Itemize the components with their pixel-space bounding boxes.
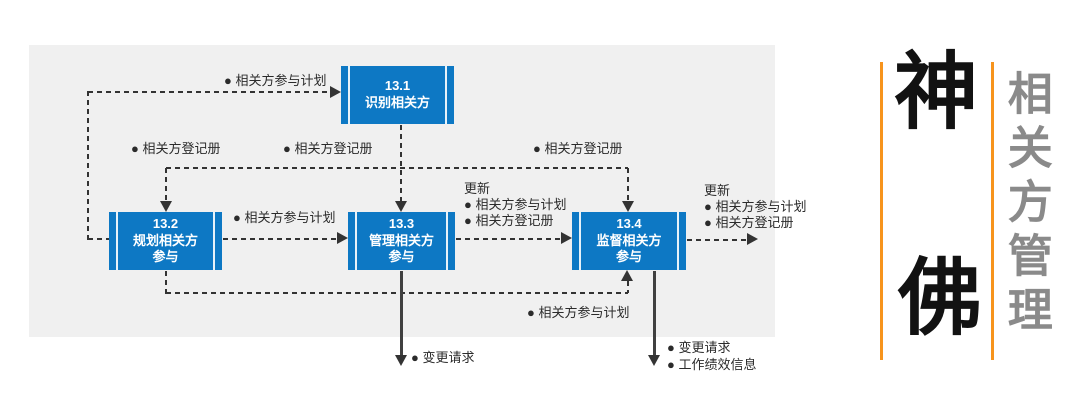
updates-item: ● 相关方登记册: [464, 213, 554, 228]
connector-133-change-request: [400, 271, 403, 357]
connector-register-to-132: [165, 168, 167, 201]
arrowhead-into-134-top: [622, 201, 634, 212]
label-register-right: ● 相关方登记册: [533, 141, 623, 156]
connector-133-to-134: [456, 238, 561, 240]
arrowhead-133-output-down: [395, 355, 407, 366]
label-register-left: ● 相关方登记册: [131, 141, 221, 156]
arrowhead-into-134-left: [561, 232, 572, 244]
process-box-131: 13.1 识别相关方: [341, 66, 454, 124]
label-work-performance-info: ● 工作绩效信息: [667, 357, 757, 372]
vertical-page-title: 相关方管理: [1000, 70, 1052, 340]
connector-register-to-134: [627, 168, 629, 201]
connector-134-outputs-down: [653, 271, 656, 357]
connector-register-horizontal: [166, 167, 628, 169]
process-number: 13.1: [384, 78, 411, 94]
updates-item: ● 相关方参与计划: [464, 197, 567, 212]
updates-title: 更新: [704, 183, 731, 198]
label-134-outputs: ● 变更请求 ● 工作绩效信息: [667, 339, 756, 373]
process-name: 规划相关方参与: [132, 232, 198, 265]
arrowhead-into-133-top: [395, 201, 407, 212]
label-updates-out: 更新 ● 相关方参与计划 ● 相关方登记册: [704, 183, 806, 231]
process-number: 13.4: [616, 215, 642, 231]
arrowhead-into-132-top: [160, 201, 172, 212]
arrowhead-output-right: [747, 233, 758, 245]
connector-left-stub: [88, 238, 110, 240]
connector-131-down: [400, 125, 402, 201]
connector-up-to-134: [627, 281, 629, 293]
label-engagement-plan-bottom: ● 相关方参与计划: [527, 305, 630, 320]
process-name: 监督相关方参与: [596, 232, 662, 265]
label-engagement-plan-mid: ● 相关方参与计划: [233, 210, 336, 225]
process-number: 13.2: [152, 215, 179, 231]
arrowhead-into-134-bottom: [621, 270, 633, 281]
label-change-request-134: ● 变更请求: [667, 340, 731, 355]
brand-character-bottom: 佛: [897, 251, 982, 345]
arrowhead-into-133-left: [337, 232, 348, 244]
label-updates-mid: 更新 ● 相关方参与计划 ● 相关方登记册: [464, 181, 566, 229]
label-change-request-133: ● 变更请求: [411, 350, 475, 365]
process-name: 管理相关方参与: [368, 232, 434, 265]
process-number: 13.3: [388, 215, 415, 231]
updates-title: 更新: [464, 181, 491, 196]
updates-item: ● 相关方登记册: [704, 215, 794, 230]
arrowhead-134-output-down: [648, 355, 660, 366]
connector-plan-to-131: [88, 91, 330, 93]
process-box-134: 13.4 监督相关方参与: [572, 212, 686, 270]
connector-132-bottom-down: [165, 271, 167, 294]
connector-left-vertical: [87, 91, 89, 240]
process-name: 识别相关方: [364, 95, 430, 110]
accent-line-left: [880, 62, 883, 360]
updates-item: ● 相关方参与计划: [704, 199, 807, 214]
connector-134-output: [687, 239, 747, 241]
arrowhead-into-131: [330, 86, 341, 98]
brand-character-top: 神: [893, 45, 978, 139]
process-box-132: 13.2 规划相关方参与: [109, 212, 222, 270]
label-engagement-plan-top: ● 相关方参与计划: [224, 73, 327, 88]
label-register-mid: ● 相关方登记册: [283, 141, 373, 156]
process-box-133: 13.3 管理相关方参与: [348, 212, 455, 270]
connector-bottom-horizontal: [166, 292, 628, 294]
connector-132-to-133: [223, 238, 337, 240]
accent-line-right: [991, 62, 994, 360]
